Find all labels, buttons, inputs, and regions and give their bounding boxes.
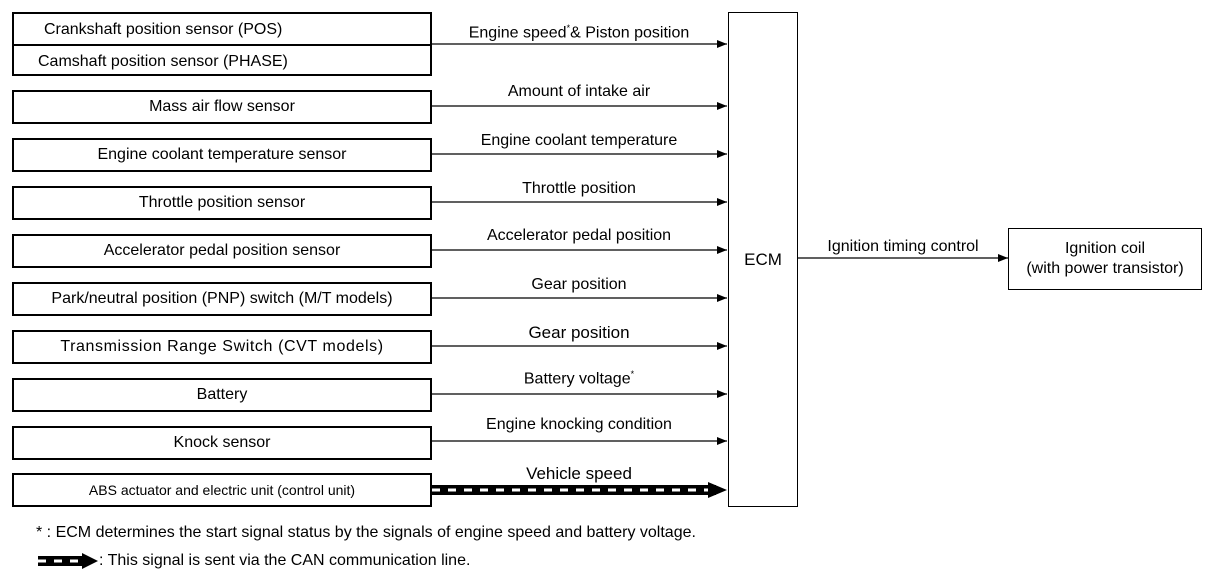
arrow-vehicle-speed-can (432, 482, 727, 498)
ignition-coil-box: Ignition coil (with power transistor) (1008, 228, 1202, 290)
maf-sensor-label: Mass air flow sensor (149, 98, 295, 115)
battery-label: Battery (196, 386, 248, 403)
asterisk: * (630, 369, 635, 379)
trs-switch-label: Transmission Range Switch (CVT models) (60, 338, 384, 355)
pos-sensor-label: Crankshaft position sensor (POS) (44, 21, 283, 38)
ecm-box: ECM (728, 12, 798, 507)
tps-sensor-box: Throttle position sensor (12, 186, 432, 220)
phase-sensor-label: Camshaft position sensor (PHASE) (38, 53, 288, 70)
can-legend-icon (38, 553, 98, 569)
knock-sensor-label: Knock sensor (173, 434, 271, 451)
knock-sensor-box: Knock sensor (12, 426, 432, 460)
ignition-coil-sublabel: (with power transistor) (1026, 260, 1184, 277)
signal-gear-pnp: Gear position (531, 276, 627, 293)
signal-battery-voltage-text: Battery voltage (523, 370, 631, 388)
ignition-coil-label: Ignition coil (1064, 240, 1146, 257)
signal-knocking: Engine knocking condition (486, 416, 672, 433)
asterisk: * (566, 23, 571, 33)
pnp-switch-label: Park/neutral position (PNP) switch (M/T … (51, 290, 393, 307)
maf-sensor-box: Mass air flow sensor (12, 90, 432, 124)
ect-sensor-label: Engine coolant temperature sensor (97, 146, 347, 163)
signal-engine-speed-text: Engine speed (468, 24, 567, 42)
signal-coolant-temp: Engine coolant temperature (480, 132, 678, 149)
box-divider (14, 44, 430, 46)
pnp-switch-box: Park/neutral position (PNP) switch (M/T … (12, 282, 432, 316)
signal-piston-text: & Piston position (570, 24, 690, 42)
signal-throttle: Throttle position (522, 180, 636, 197)
apps-sensor-label: Accelerator pedal position sensor (103, 242, 341, 259)
abs-unit-box: ABS actuator and electric unit (control … (12, 473, 432, 507)
footnote-can: : This signal is sent via the CAN commun… (99, 552, 471, 569)
signal-intake-air: Amount of intake air (507, 83, 651, 100)
battery-box: Battery (12, 378, 432, 412)
apps-sensor-box: Accelerator pedal position sensor (12, 234, 432, 268)
signal-engine-speed: Engine speed*& Piston position (469, 24, 690, 41)
signal-gear-trs: Gear position (528, 323, 630, 342)
signal-ignition-control: Ignition timing control (827, 238, 979, 255)
crank-cam-sensor-box: Crankshaft position sensor (POS) Camshaf… (12, 12, 432, 76)
abs-unit-label: ABS actuator and electric unit (control … (88, 482, 356, 498)
signal-vehicle-speed: Vehicle speed (526, 464, 632, 483)
signal-battery-voltage: Battery voltage* (524, 370, 634, 387)
tps-sensor-label: Throttle position sensor (138, 194, 306, 211)
trs-switch-box: Transmission Range Switch (CVT models) (12, 330, 432, 364)
ect-sensor-box: Engine coolant temperature sensor (12, 138, 432, 172)
signal-accel: Accelerator pedal position (486, 227, 672, 244)
footnote-star: * : ECM determines the start signal stat… (36, 524, 696, 541)
ecm-label: ECM (744, 250, 782, 269)
